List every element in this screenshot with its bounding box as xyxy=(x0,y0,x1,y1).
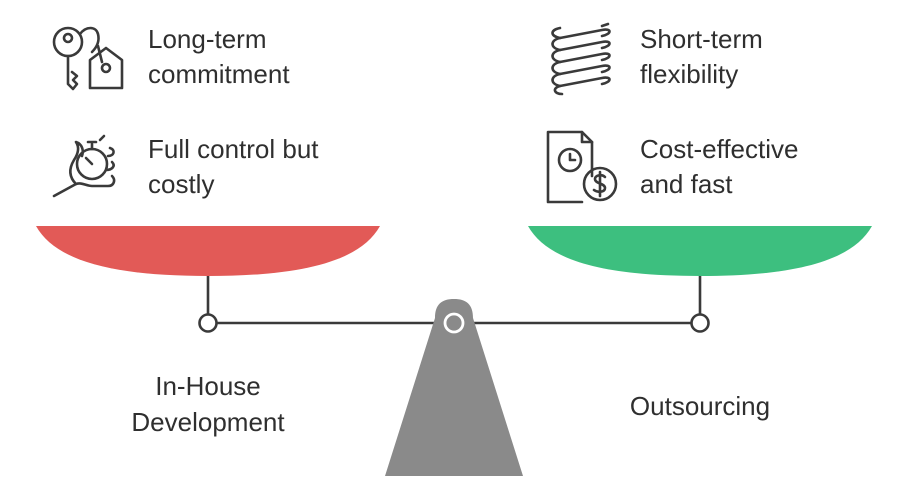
short-term-flexibility-label: Short-term flexibility xyxy=(640,22,763,92)
label-line: Cost-effective xyxy=(640,134,799,164)
label-line: and fast xyxy=(640,169,733,199)
spring-icon xyxy=(548,20,614,100)
right-beam-joint xyxy=(690,313,710,333)
left-pan xyxy=(36,226,380,276)
label-line: Full control but xyxy=(148,134,319,164)
caption-line: In-House xyxy=(155,371,261,401)
label-line: costly xyxy=(148,169,215,199)
cost-effective-label: Cost-effective and fast xyxy=(640,132,798,202)
outsourcing-title: Outsourcing xyxy=(600,388,800,424)
label-line: commitment xyxy=(148,59,290,89)
in-house-development-title: In-House Development xyxy=(118,368,298,440)
caption-line: Outsourcing xyxy=(629,391,771,421)
right-pan xyxy=(528,226,872,276)
label-line: Long-term xyxy=(148,24,267,54)
document-clock-dollar-icon xyxy=(542,128,622,208)
label-line: Short-term xyxy=(640,24,763,54)
fulcrum-pivot xyxy=(443,312,465,334)
full-control-label: Full control but costly xyxy=(148,132,319,202)
caption-line: Development xyxy=(131,407,285,437)
label-line: flexibility xyxy=(640,59,739,89)
keys-house-icon xyxy=(50,22,128,98)
long-term-commitment-label: Long-term commitment xyxy=(148,22,290,92)
fulcrum xyxy=(385,299,523,476)
left-beam-joint xyxy=(198,313,218,333)
hand-stopwatch-icon xyxy=(50,130,128,206)
